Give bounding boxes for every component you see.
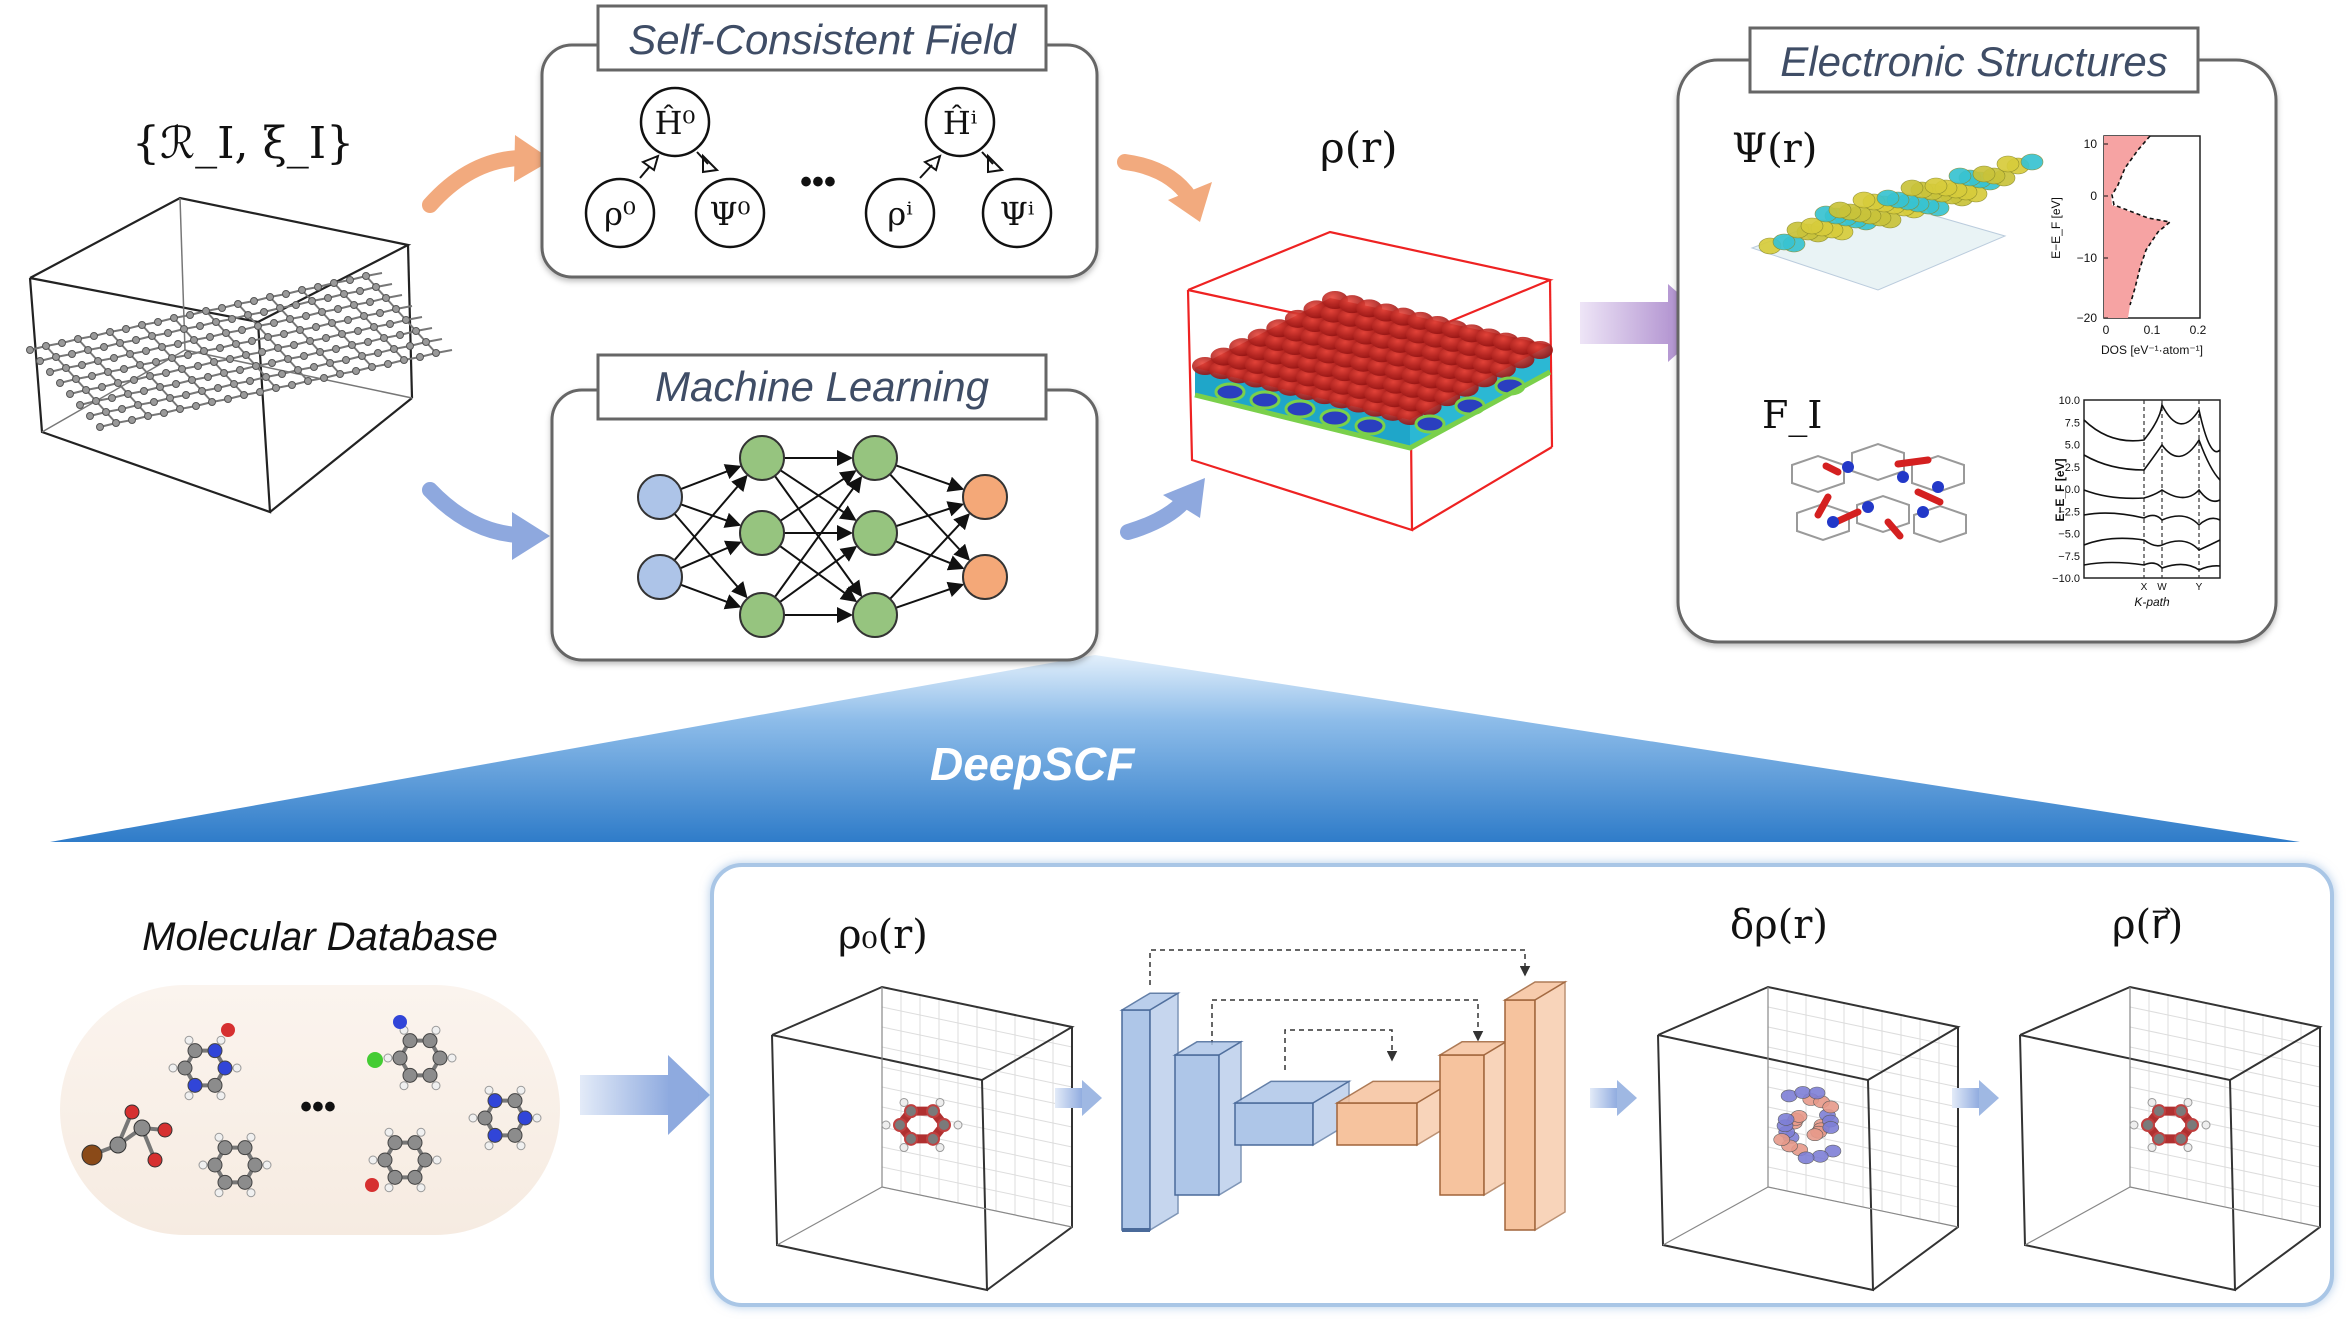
pipeline-arrow-1 xyxy=(1055,1080,1102,1116)
arrow-ml-to-density xyxy=(1120,478,1205,540)
density-panel: ρ(r) xyxy=(1186,123,1554,532)
band-ytick: −10.0 xyxy=(2052,573,2080,585)
unet xyxy=(1119,949,1568,1232)
nn-nodes xyxy=(637,435,1008,638)
electronic-title: Electronic Structures xyxy=(1780,38,2167,85)
rho0-cube xyxy=(771,985,1075,1292)
final-rho-cube xyxy=(2019,985,2323,1292)
dos-xtick: 0 xyxy=(2103,323,2110,337)
nn-node xyxy=(637,554,683,600)
database-title: Molecular Database xyxy=(142,915,498,959)
band-kpoint: Y xyxy=(2196,582,2203,593)
pipeline-panel: ρ₀(r) δρ(r) ρ(r⃗) xyxy=(710,863,2334,1307)
psii-node xyxy=(981,177,1053,249)
scf-panel: Self-Consistent Field Ĥ⁰ ρ⁰ Ψ⁰ Ĥⁱ ρⁱ Ψⁱ xyxy=(540,4,1099,279)
band-ytick: 7.5 xyxy=(2065,417,2080,429)
nn-node xyxy=(739,592,785,638)
scf-hollow-arrows xyxy=(639,151,1005,179)
dos-xlabel: DOS [eV⁻¹·atom⁻¹] xyxy=(2101,343,2203,357)
band-kpoint: X xyxy=(2141,582,2148,593)
dos-ytick: 10 xyxy=(2084,137,2098,151)
dos-xtick: 0.2 xyxy=(2190,323,2207,337)
final-rho-label: ρ(r⃗) xyxy=(2112,902,2183,948)
band-kpoint: W xyxy=(2157,582,2167,593)
density-bumps xyxy=(1192,291,1553,436)
scf-ellipsis: ••• xyxy=(800,163,836,201)
delta-rho-label: δρ(r) xyxy=(1730,902,1828,948)
band-ytick: −7.5 xyxy=(2058,551,2080,563)
rhoi-node xyxy=(864,177,936,249)
density-slab xyxy=(1192,291,1553,451)
dos-chart: 10 0 −10 −20 0 0.1 0.2 E−E_F [eV] DOS [eV⁻¹·a… xyxy=(2049,135,2207,357)
pipeline-arrow-2 xyxy=(1590,1080,1637,1116)
graphene-lattice xyxy=(26,272,453,431)
ml-panel: Machine Learning xyxy=(550,353,1099,662)
rho0-node xyxy=(584,177,656,249)
band-ytick: 10.0 xyxy=(2059,395,2080,407)
nn-edges xyxy=(673,450,971,623)
molecular-database: Molecular Database ••• xyxy=(60,915,560,1235)
band-ytick: 2.5 xyxy=(2065,462,2080,474)
hi-label: Ĥⁱ xyxy=(943,104,977,142)
wavefunction-plot xyxy=(1750,153,2044,291)
nn-node xyxy=(852,592,898,638)
dos-xtick: 0.1 xyxy=(2144,323,2161,337)
rhoi-label: ρⁱ xyxy=(887,195,912,233)
structure-box xyxy=(28,196,414,514)
ml-title: Machine Learning xyxy=(655,363,989,410)
rho0-label: ρ⁰ xyxy=(604,195,636,233)
dos-ylabel: E−E_F [eV] xyxy=(2049,197,2063,259)
database-ellipsis: ••• xyxy=(300,1088,336,1126)
deepscf-banner: DeepSCF xyxy=(50,655,2300,842)
electronic-panel: Electronic Structures Ψ(r) F_I 10 0 −10 −20… xyxy=(1676,26,2278,644)
pipeline-arrow-3 xyxy=(1952,1080,1999,1116)
psii-label: Ψⁱ xyxy=(1000,195,1035,233)
density-label: ρ(r) xyxy=(1320,123,1398,172)
input-structure: {ℛ_I, ξ_I} xyxy=(26,118,453,514)
band-ytick: 5.0 xyxy=(2065,440,2080,452)
banner-title: DeepSCF xyxy=(930,738,1136,790)
band-ytick: −2.5 xyxy=(2058,506,2080,518)
arrow-to-ml xyxy=(422,482,550,560)
nn-node xyxy=(739,435,785,481)
dos-ytick: −10 xyxy=(2077,251,2098,265)
scf-title: Self-Consistent Field xyxy=(628,16,1017,63)
delta-rho-cube xyxy=(1657,985,1961,1292)
nn-node xyxy=(962,474,1008,520)
dos-ytick: −20 xyxy=(2077,311,2098,325)
nn-node xyxy=(637,474,683,520)
band-ytick: −5.0 xyxy=(2058,529,2080,541)
h0-node xyxy=(639,86,711,158)
band-xlabel: K-path xyxy=(2134,595,2170,609)
psi0-node xyxy=(694,177,766,249)
molecule-set xyxy=(81,1015,542,1198)
psi0-label: Ψ⁰ xyxy=(710,195,751,233)
nn-node xyxy=(739,510,785,556)
band-ytick: 0.0 xyxy=(2065,484,2080,496)
arrow-to-scf xyxy=(422,135,552,213)
psi-label: Ψ(r) xyxy=(1732,126,1817,172)
dos-ytick: 0 xyxy=(2090,189,2097,203)
force-plot xyxy=(1791,442,1967,544)
nn-node xyxy=(962,554,1008,600)
input-label: {ℛ_I, ξ_I} xyxy=(132,118,354,169)
arrow-scf-to-density xyxy=(1117,154,1212,222)
rho0-input-label: ρ₀(r) xyxy=(838,912,928,958)
force-label: F_I xyxy=(1762,393,1822,438)
nn-node xyxy=(852,510,898,556)
arrow-to-pipeline xyxy=(580,1055,710,1135)
hi-node xyxy=(924,86,996,158)
band-ylabel: E−E_F [eV] xyxy=(2053,458,2067,521)
h0-label: Ĥ⁰ xyxy=(655,104,696,142)
nn-node xyxy=(852,435,898,481)
